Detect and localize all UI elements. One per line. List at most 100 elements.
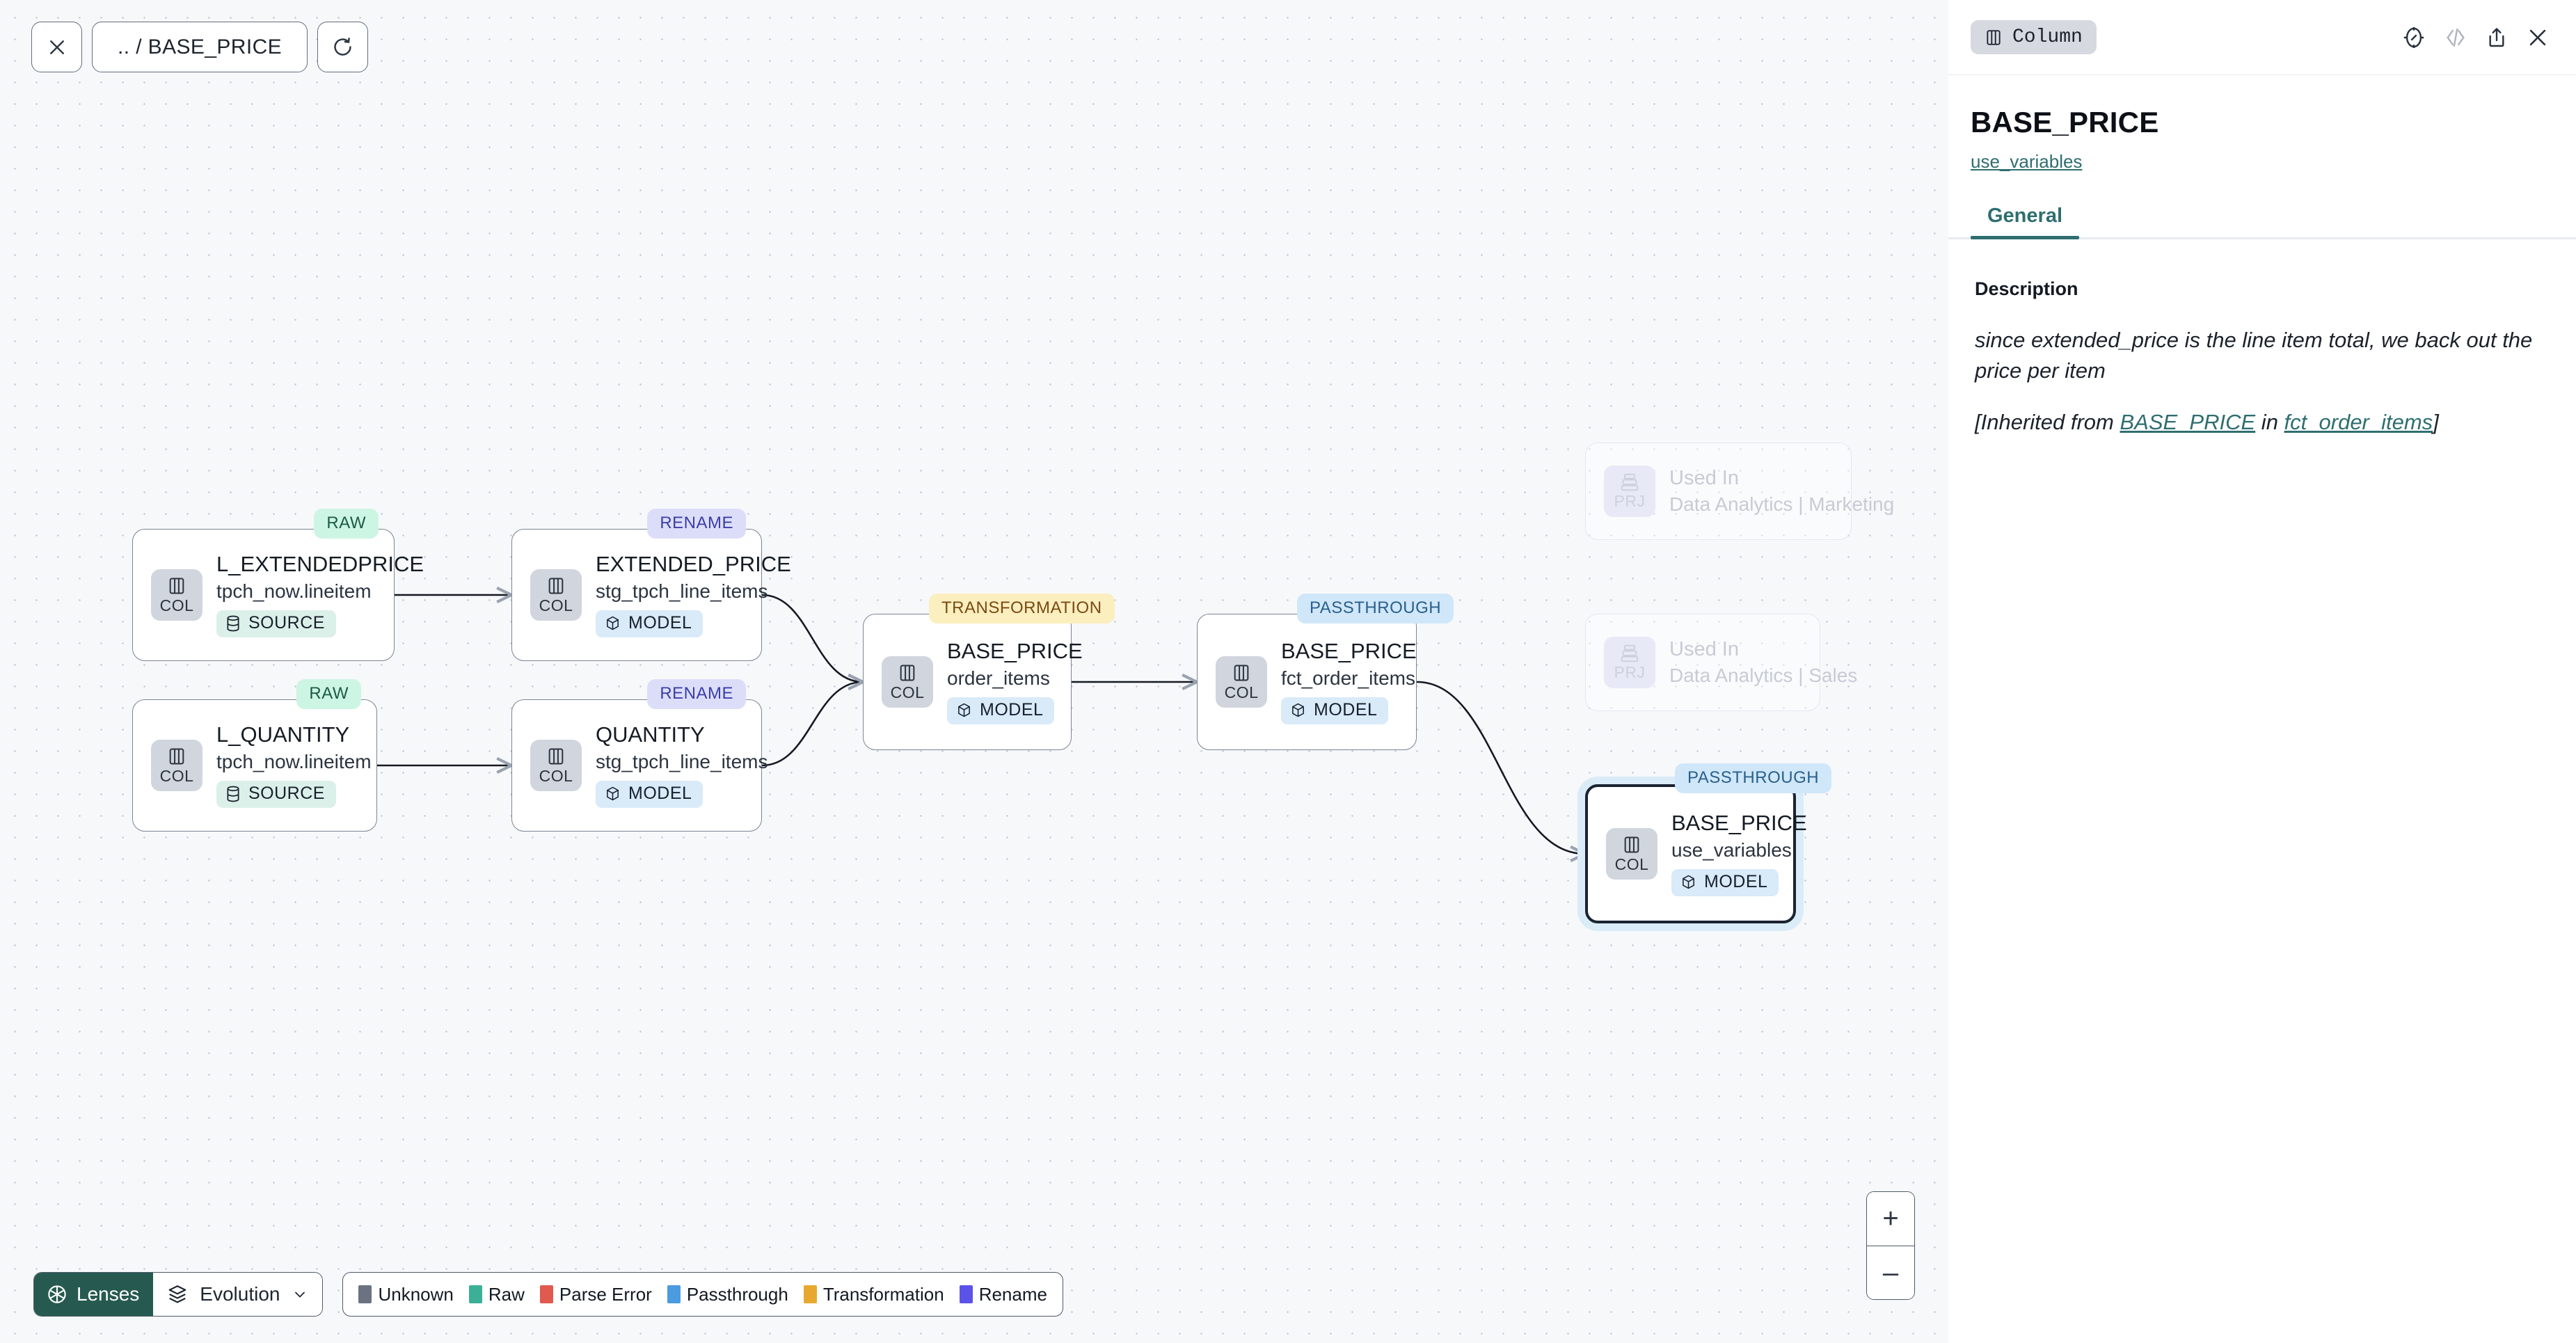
zoom-controls: + – (1866, 1191, 1915, 1300)
node-title: BASE_PRICE (947, 639, 1083, 664)
node-subtitle: fct_order_items (1281, 667, 1415, 690)
node-body: BASE_PRICE use_variables MODEL (1671, 811, 1807, 896)
legend-swatch (539, 1285, 553, 1303)
node-use-variables[interactable]: PASSTHROUGH COL BASE_PRICE use_variables… (1585, 763, 1832, 923)
node-subtitle: stg_tpch_line_items (596, 580, 768, 603)
lens-group: Lenses Evolution (33, 1272, 324, 1317)
legend-label: Passthrough (686, 1283, 788, 1305)
node-extended-price[interactable]: RENAME COL EXTENDED_PRICE stg_tpch_line_… (511, 509, 791, 661)
kind-label: PRJ (1614, 492, 1646, 510)
node-title: EXTENDED_PRICE (596, 552, 791, 577)
project-kind-chip: PRJ (1604, 637, 1655, 688)
share-icon[interactable] (2486, 26, 2508, 49)
legend-label: Parse Error (559, 1283, 652, 1305)
refresh-icon (334, 38, 351, 56)
tag-label: MODEL (628, 613, 692, 633)
node-used-in-sales[interactable]: PRJ Used In Data Analytics | Sales (1585, 614, 1858, 711)
inherited-note: [Inherited from BASE_PRICE in fct_order_… (1975, 410, 2550, 435)
database-icon (227, 786, 239, 802)
node-title: BASE_PRICE (1281, 639, 1417, 664)
kind-label: COL (1224, 683, 1259, 701)
legend-swatch (358, 1285, 372, 1303)
legend-item-rename[interactable]: Rename (959, 1283, 1047, 1305)
node-body: QUANTITY stg_tpch_line_items MODEL (596, 723, 768, 808)
node-fct-order-items[interactable]: PASSTHROUGH COL BASE_PRICE fct_order_ite… (1197, 594, 1454, 750)
node-badge-passthrough: PASSTHROUGH (1675, 763, 1832, 794)
node-body: L_QUANTITY tpch_now.lineitem SOURCE (216, 722, 372, 808)
panel-tabs: General (1948, 205, 2576, 239)
canvas-top-controls: .. / BASE_PRICE (31, 22, 369, 72)
column-kind-chip: COL (530, 740, 582, 791)
details-panel: Column BASE_PRICE use_variables General … (1948, 0, 2576, 1343)
legend-item-transformation[interactable]: Transformation (803, 1284, 944, 1305)
legend-item-unknown[interactable]: Unknown (358, 1284, 454, 1305)
node-body: L_EXTENDEDPRICE tpch_now.lineitem SOURCE (216, 553, 424, 637)
database-icon (227, 615, 239, 632)
tag-label: SOURCE (248, 784, 325, 804)
node-badge-rename: RENAME (647, 679, 746, 710)
cube-icon (607, 617, 619, 630)
lineage-legend: Unknown Raw Parse Error Passthrough Tran… (342, 1272, 1063, 1317)
column-kind-chip: COL (1216, 656, 1267, 708)
node-body: BASE_PRICE order_items MODEL (947, 639, 1083, 724)
legend-item-parse-error[interactable]: Parse Error (539, 1283, 652, 1305)
entity-type-chip[interactable]: Column (1971, 20, 2097, 54)
column-icon (900, 665, 915, 681)
legend-swatch (667, 1285, 681, 1303)
node-tag-source: SOURCE (216, 610, 336, 637)
node-body: Used In Data Analytics | Marketing (1669, 467, 1895, 516)
legend-label: Rename (978, 1283, 1047, 1305)
column-icon (1624, 836, 1639, 853)
close-icon (49, 40, 64, 54)
node-subtitle: Data Analytics | Marketing (1669, 493, 1895, 515)
inherited-suffix: ] (2433, 410, 2439, 435)
panel-header-actions (2402, 26, 2550, 49)
cube-icon (1683, 875, 1694, 889)
breadcrumb-button[interactable]: .. / BASE_PRICE (92, 22, 308, 72)
node-quantity[interactable]: RENAME COL QUANTITY stg_tpch_line_items … (511, 679, 768, 832)
zoom-in-button[interactable]: + (1867, 1192, 1914, 1246)
parent-model-link[interactable]: use_variables (1971, 151, 2083, 172)
node-l-extendedprice[interactable]: RAW COL L_EXTENDEDPRICE tpch_now.lineite… (132, 509, 424, 661)
compass-icon[interactable] (2402, 26, 2426, 49)
kind-label: COL (539, 596, 573, 614)
lenses-button[interactable]: Lenses (34, 1273, 154, 1316)
page-title: BASE_PRICE (1971, 106, 2159, 138)
inherited-model-link[interactable]: fct_order_items (2284, 410, 2433, 435)
node-subtitle: order_items (947, 667, 1050, 690)
cube-icon (607, 787, 619, 801)
cube-icon (958, 704, 970, 717)
node-tag-model: MODEL (596, 610, 703, 637)
inherited-prefix: [Inherited from (1975, 410, 2120, 435)
close-lineage-button[interactable] (31, 22, 82, 72)
node-subtitle: Data Analytics | Sales (1669, 664, 1858, 686)
close-icon[interactable] (2526, 26, 2550, 49)
zoom-out-button[interactable]: – (1867, 1246, 1914, 1299)
refresh-button[interactable] (317, 22, 369, 72)
node-tag-source: SOURCE (216, 781, 336, 808)
node-title: BASE_PRICE (1671, 811, 1807, 836)
description-text: since extended_price is the line item to… (1975, 328, 2533, 383)
evolution-label: Evolution (200, 1283, 280, 1305)
evolution-dropdown[interactable]: Evolution (153, 1273, 323, 1316)
legend-item-passthrough[interactable]: Passthrough (667, 1284, 788, 1305)
inherited-column-link[interactable]: BASE_PRICE (2120, 410, 2256, 435)
cube-icon (1292, 704, 1304, 717)
column-icon (169, 748, 184, 765)
node-tag-model: MODEL (596, 781, 703, 808)
legend-item-raw[interactable]: Raw (468, 1284, 525, 1305)
node-order-items[interactable]: TRANSFORMATION COL BASE_PRICE order_item… (863, 594, 1115, 750)
code-icon[interactable] (2444, 26, 2467, 49)
node-title: L_QUANTITY (216, 722, 350, 747)
node-l-quantity[interactable]: RAW COL L_QUANTITY tpch_now.lineitem SOU… (132, 679, 377, 832)
kind-label: COL (159, 596, 194, 614)
node-subtitle: tpch_now.lineitem (216, 751, 372, 773)
tab-general[interactable]: General (1971, 205, 2079, 239)
node-used-in-marketing[interactable]: PRJ Used In Data Analytics | Marketing (1585, 443, 1895, 540)
lineage-canvas[interactable]: .. / BASE_PRICE (0, 0, 1948, 1343)
node-badge-raw: RAW (314, 509, 379, 539)
node-tag-model: MODEL (1281, 697, 1389, 724)
description-heading: Description (1975, 278, 2078, 299)
project-icon (1621, 473, 1639, 491)
kind-label: COL (1614, 855, 1649, 873)
